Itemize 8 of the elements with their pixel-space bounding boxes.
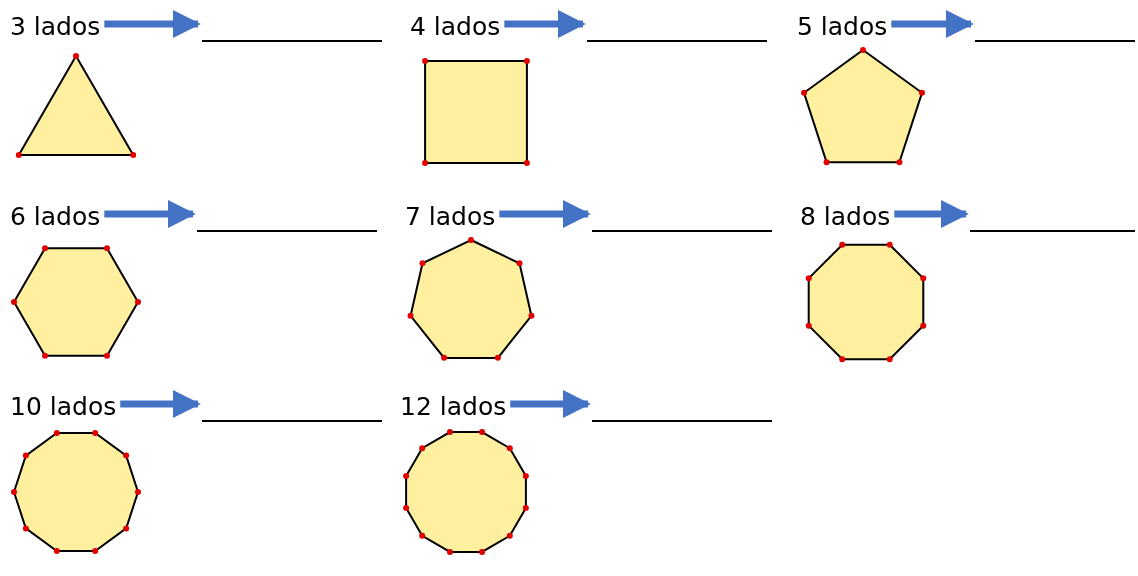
side-count-label: 4 lados: [410, 12, 501, 42]
side-count-label: 6 lados: [10, 202, 101, 232]
side-count-label: 10 lados: [10, 392, 117, 422]
side-count-label: 7 lados: [405, 202, 496, 232]
side-count-label: 5 lados: [797, 12, 888, 42]
side-count-label: 8 lados: [800, 202, 891, 232]
side-count-label: 3 lados: [10, 12, 101, 42]
side-count-label: 12 lados: [400, 392, 507, 422]
